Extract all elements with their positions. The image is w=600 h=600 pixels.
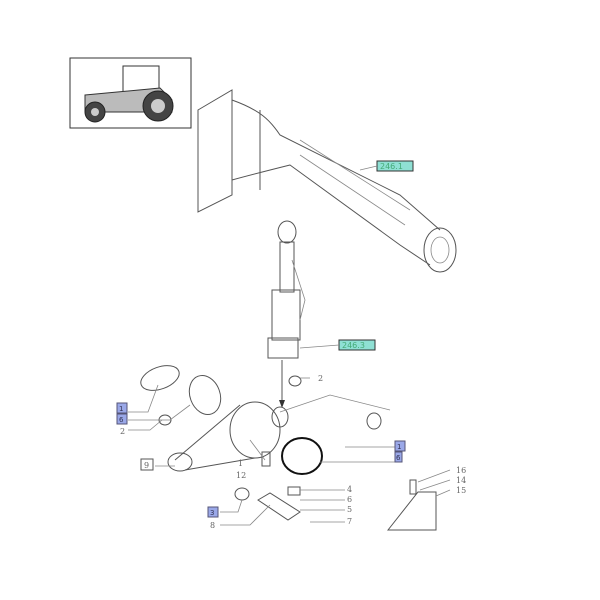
- callout: 1: [238, 459, 243, 468]
- reference-box-246-1[interactable]: 246.1: [359, 160, 414, 172]
- svg-text:6: 6: [119, 416, 124, 424]
- svg-text:6: 6: [396, 454, 401, 462]
- svg-text:3: 3: [210, 509, 214, 517]
- svg-text:1: 1: [119, 405, 123, 413]
- callout-highlight-1b[interactable]: 1: [394, 440, 406, 452]
- hydraulic-cylinder: [267, 220, 306, 359]
- lever-arm: [140, 365, 437, 531]
- callout-box-9: 9: [144, 461, 149, 470]
- callout-highlight-6b[interactable]: 6: [394, 451, 403, 463]
- callout: 15: [456, 486, 466, 495]
- callout: 12: [236, 471, 246, 480]
- callout: 7: [347, 517, 352, 526]
- callout: 14: [456, 476, 466, 485]
- callout: 16: [456, 466, 466, 475]
- callout-highlight-1[interactable]: 1: [116, 402, 128, 414]
- callout: 2: [318, 374, 323, 383]
- callout: 6: [347, 495, 352, 504]
- callout: 4: [347, 485, 352, 494]
- callout-highlight-3[interactable]: 3: [207, 506, 219, 518]
- callout: 2: [120, 427, 125, 436]
- svg-text:1: 1: [397, 443, 401, 451]
- reference-label: 246.1: [380, 162, 403, 171]
- reference-box-246-3[interactable]: 246.3: [299, 339, 376, 351]
- callout-highlight-6[interactable]: 6: [116, 413, 128, 425]
- callout: 5: [347, 505, 352, 514]
- tractor-icon: [84, 65, 174, 123]
- callout: 8: [210, 521, 215, 530]
- leader-lines: [128, 377, 451, 526]
- axle-housing: [197, 89, 457, 273]
- reference-label: 246.3: [342, 341, 365, 350]
- tractor-thumbnail[interactable]: [69, 57, 192, 129]
